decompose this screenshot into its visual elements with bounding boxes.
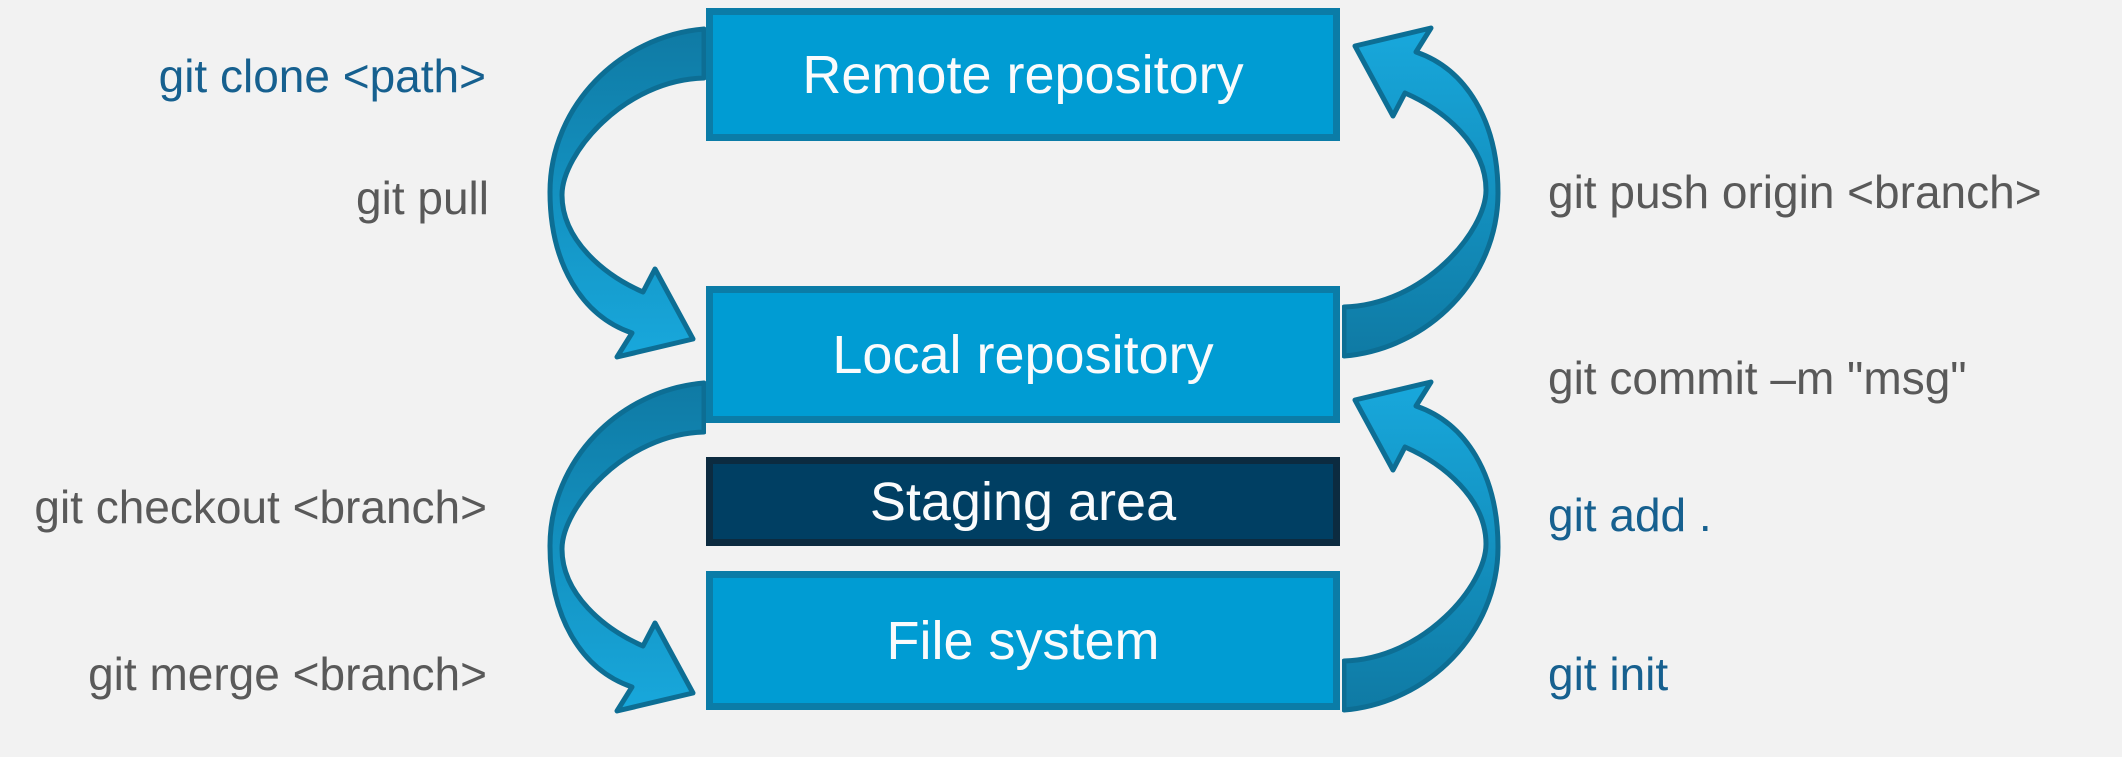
arrow-local-to-remote-push <box>1342 25 1501 359</box>
command-git-checkout: git checkout <branch> <box>34 481 487 533</box>
node-local-repository-label: Local repository <box>832 324 1214 385</box>
command-git-init: git init <box>1548 648 1669 700</box>
command-git-push: git push origin <branch> <box>1548 166 2042 218</box>
command-git-clone: git clone <path> <box>158 50 486 102</box>
arrow-local-to-filesystem-checkout-merge <box>547 380 706 714</box>
node-local-repository: Local repository <box>706 286 1340 423</box>
command-git-add: git add . <box>1548 489 1712 541</box>
node-staging-area-label: Staging area <box>869 471 1177 532</box>
node-staging-area: Staging area <box>706 457 1340 546</box>
node-remote-repository-label: Remote repository <box>802 44 1244 105</box>
arrow-filesystem-to-local-add-commit <box>1342 379 1501 713</box>
node-remote-repository: Remote repository <box>706 8 1340 141</box>
command-git-merge: git merge <branch> <box>88 648 487 700</box>
arrow-remote-to-local-pull <box>547 26 706 360</box>
command-git-pull: git pull <box>356 172 489 224</box>
command-git-commit: git commit –m "msg" <box>1548 352 1967 404</box>
node-file-system: File system <box>706 571 1340 710</box>
node-file-system-label: File system <box>886 610 1160 671</box>
